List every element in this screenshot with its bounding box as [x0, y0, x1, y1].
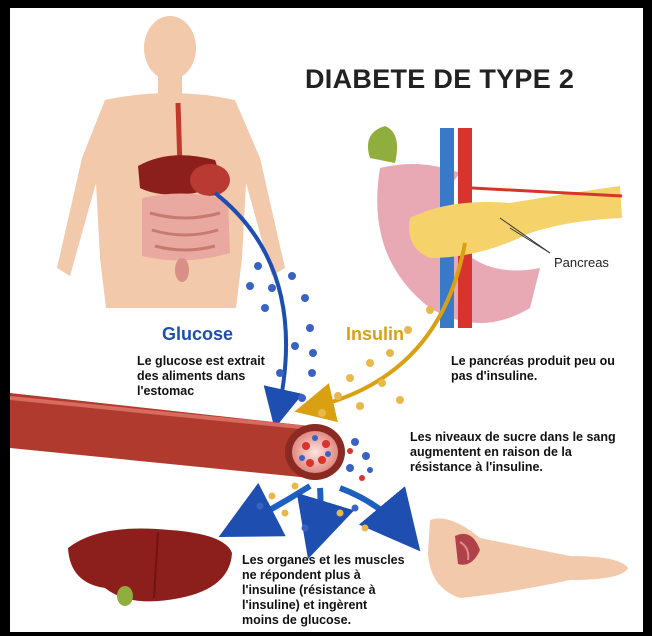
description-line: moins de glucose.	[242, 613, 405, 628]
pancreas-illustration	[368, 126, 622, 328]
arm-illustration	[428, 518, 628, 598]
pancreas-output-description: Le pancréas produit peu ou pas d'insulin…	[451, 354, 615, 384]
description-line: Le pancréas produit peu ou	[451, 354, 615, 369]
description-line: résistance à l'insuline.	[410, 460, 616, 475]
description-line: des aliments dans	[137, 369, 265, 384]
diagram-canvas: DIABETE DE TYPE 2 Glucose Insulin Pancre…	[10, 8, 643, 632]
glucose-source-description: Le glucose est extrait des aliments dans…	[137, 354, 265, 399]
description-line: augmentent en raison de la	[410, 445, 616, 460]
liver-illustration	[68, 528, 232, 606]
pancreas-label: Pancreas	[554, 255, 609, 271]
description-line: Les niveaux de sucre dans le sang	[410, 430, 616, 445]
glucose-label: Glucose	[162, 324, 233, 346]
illustration	[10, 8, 643, 632]
description-line: l'insuline (résistance à	[242, 583, 405, 598]
blood-sugar-description: Les niveaux de sucre dans le sang augmen…	[410, 430, 616, 475]
description-line: l'estomac	[137, 384, 265, 399]
insulin-label: Insulin	[346, 324, 404, 346]
description-line: ne répondent plus à	[242, 568, 405, 583]
description-line: Le glucose est extrait	[137, 354, 265, 369]
distribution-arrows	[240, 486, 405, 536]
description-line: Les organes et les muscles	[242, 553, 405, 568]
description-line: pas d'insuline.	[451, 369, 615, 384]
description-line: l'insuline) et ingèrent	[242, 598, 405, 613]
diagram-title: DIABETE DE TYPE 2	[305, 63, 574, 95]
organs-description: Les organes et les muscles ne répondent …	[242, 553, 405, 628]
